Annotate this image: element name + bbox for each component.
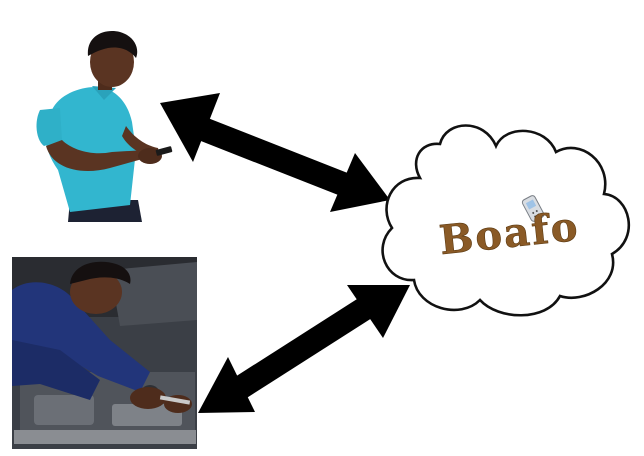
mobile-phone-icon xyxy=(521,195,545,222)
arrow-customer-service xyxy=(160,93,390,212)
customer-photo xyxy=(36,31,173,222)
phone-icon xyxy=(155,146,173,156)
mechanic-photo xyxy=(12,257,197,449)
arrow-mechanic-service xyxy=(198,285,410,413)
service-cloud: Boafo xyxy=(381,124,630,317)
